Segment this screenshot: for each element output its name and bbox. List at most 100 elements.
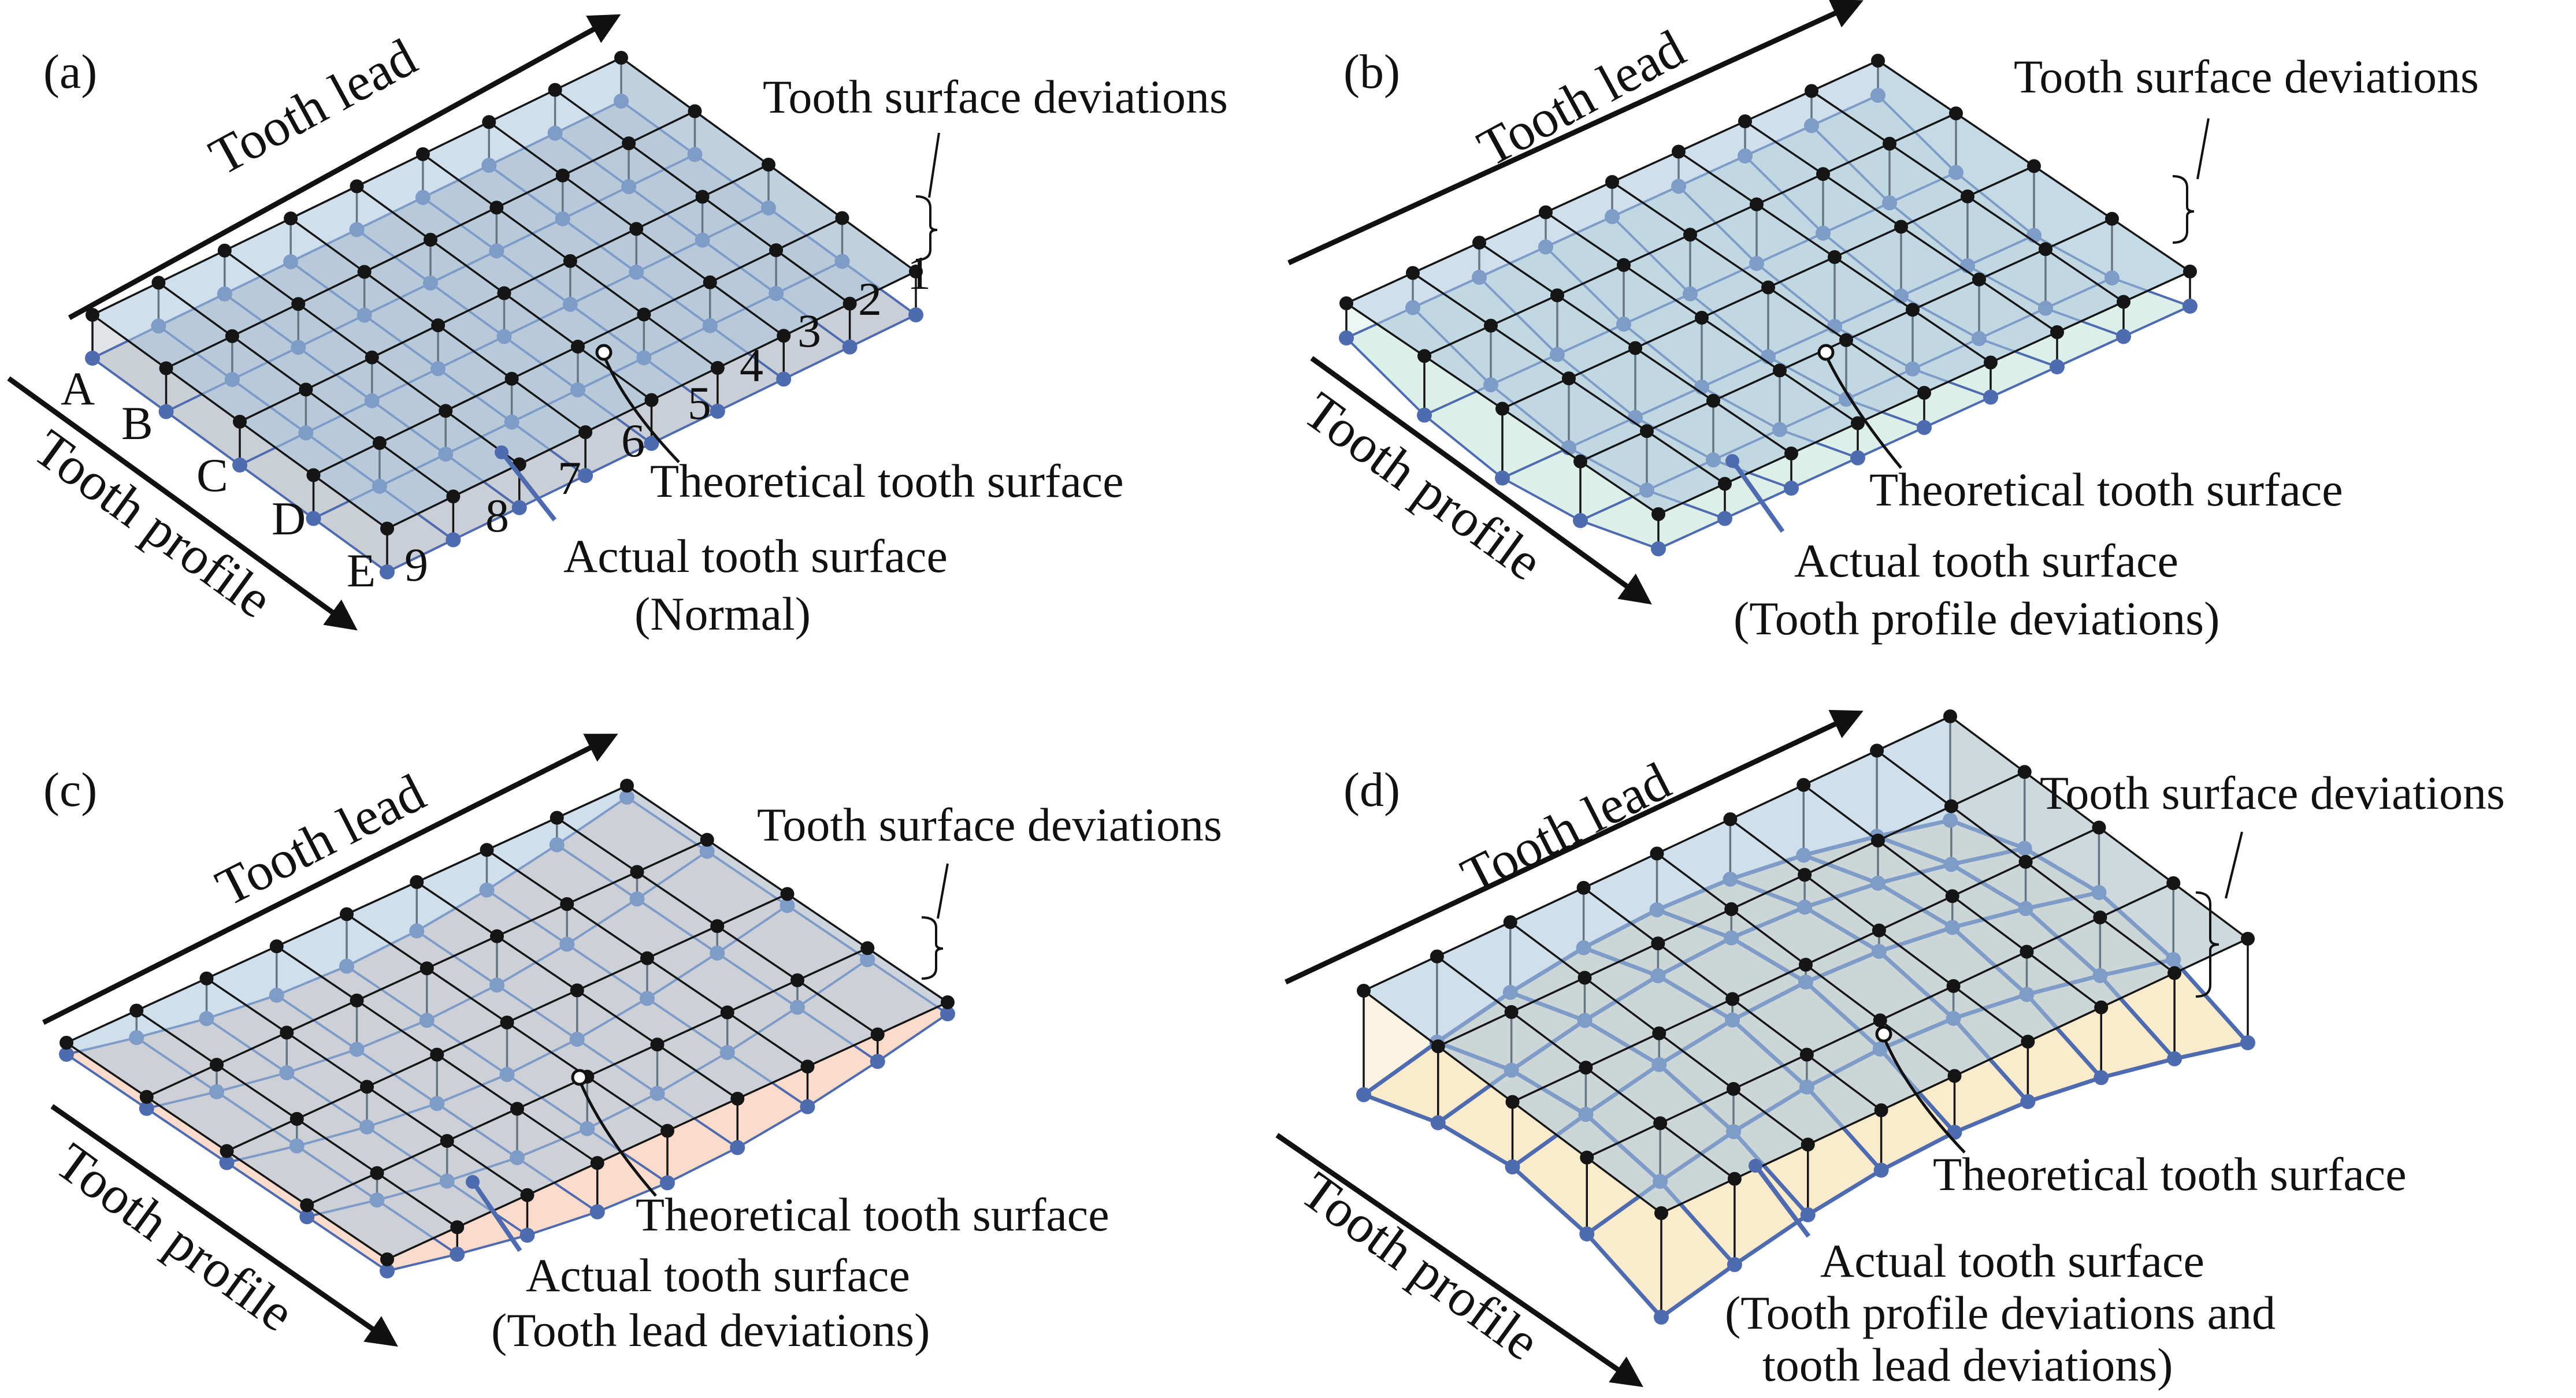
theoretical-node: [1723, 812, 1738, 827]
theoretical-node: [2020, 945, 2034, 959]
actual-node: [2182, 299, 2198, 314]
actual-node: [1417, 407, 1432, 423]
theoretical-node: [217, 243, 232, 258]
theoretical-node: [504, 371, 519, 386]
theoretical-node: [1683, 228, 1697, 242]
theoretical-node: [365, 350, 379, 365]
deviation-bracket: [921, 916, 944, 980]
theoretical-node: [1870, 743, 1884, 758]
theoretical-node: [777, 329, 791, 343]
theoretical-node: [1650, 846, 1664, 861]
panel-label: (b): [1343, 45, 1400, 99]
theoretical-node: [2167, 966, 2182, 980]
actual-node: [800, 1099, 815, 1114]
theoretical-node: [340, 907, 354, 921]
theoretical-node: [1504, 1005, 1519, 1019]
theoretical-node: [1706, 393, 1720, 408]
col-label-9: 9: [404, 538, 428, 591]
tooth-surface-deviations-label: Tooth surface deviations: [757, 798, 1222, 851]
theoretical-node: [1851, 416, 1865, 430]
theoretical-node: [440, 1134, 454, 1148]
theoretical-node: [1640, 424, 1654, 438]
actual-surface-sublabel-2: tooth lead deviations): [1762, 1338, 2173, 1391]
theoretical-node: [2018, 854, 2033, 869]
theoretical-node: [2241, 932, 2255, 946]
theoretical-node: [269, 939, 284, 954]
actual-node: [1917, 420, 1932, 435]
theoretical-node: [700, 832, 714, 847]
theoretical-node: [1628, 341, 1642, 355]
theoretical-node: [1651, 507, 1665, 521]
theoretical-node: [60, 1036, 73, 1050]
theoretical-node: [1828, 250, 1842, 264]
actual-node: [1717, 511, 1732, 526]
actual-node: [158, 404, 174, 419]
actual-node: [1339, 330, 1354, 345]
actual-node: [2050, 359, 2065, 374]
theoretical-node: [1562, 371, 1576, 385]
theoretical-node: [520, 1188, 534, 1202]
theoretical-node: [1799, 1047, 1814, 1062]
theoretical-node: [1917, 386, 1931, 400]
theoretical-node: [941, 995, 955, 1009]
theoretical-node: [1718, 477, 1732, 491]
actual-node: [299, 1209, 315, 1225]
tooth-profile-arrow: [1275, 1133, 1643, 1388]
theoretical-node: [1653, 1116, 1668, 1131]
theoretical-node: [1949, 106, 1963, 121]
actual-node: [59, 1047, 74, 1062]
actual-node: [380, 1263, 395, 1278]
actual-node: [1654, 1310, 1669, 1325]
panel-b: (b) Tooth lead Tooth profile Tooth surfa…: [1287, 0, 2479, 645]
theoretical-node: [1652, 1026, 1666, 1040]
tooth-surface-deviations-label: Tooth surface deviations: [763, 70, 1228, 123]
actual-node: [1784, 481, 1799, 496]
theoretical-nodes: [86, 51, 923, 536]
actual-node: [1573, 513, 1588, 529]
theoretical-node: [650, 1038, 665, 1052]
theoretical-node: [306, 468, 321, 482]
theoretical-node: [1580, 1150, 1594, 1165]
actual-node: [219, 1155, 235, 1170]
deviation-leader-line: [2196, 118, 2210, 180]
actual-node: [870, 1054, 885, 1069]
actual-node: [85, 351, 100, 366]
row-label-d: D: [272, 492, 306, 545]
theoretical-node: [860, 941, 875, 955]
theoretical-node: [372, 436, 387, 450]
theoretical-node: [1796, 778, 1811, 792]
theoretical-node: [640, 951, 654, 965]
theoretical-node: [1839, 333, 1853, 347]
theoretical-node: [1947, 1069, 1962, 1083]
theoretical-node: [560, 897, 574, 911]
theoretical-node: [1874, 1103, 1888, 1117]
deviation-leader-line: [937, 863, 949, 919]
theoretical-surface-label: Theoretical tooth surface: [1869, 463, 2343, 516]
theoretical-node: [1984, 355, 1998, 370]
theoretical-pointer-dot: [1875, 1025, 1892, 1043]
actual-node: [644, 436, 659, 451]
actual-node: [578, 468, 593, 484]
actual-pointer-dot: [466, 1175, 480, 1189]
theoretical-node: [2092, 820, 2106, 835]
theoretical-node: [1961, 189, 1974, 203]
theoretical-node: [129, 1003, 144, 1018]
tooth-lead-arrow: [1285, 709, 1864, 985]
theoretical-node: [139, 1090, 154, 1104]
deviation-leader-line: [928, 132, 940, 198]
theoretical-pointer-dot: [595, 344, 613, 361]
panel-a: (a) Tooth lead Tooth profile Tooth surfa…: [7, 14, 1228, 640]
theoretical-node: [769, 243, 784, 258]
theoretical-node: [637, 307, 651, 322]
actual-node: [380, 564, 395, 579]
theoretical-node: [1725, 992, 1740, 1006]
theoretical-surface-label: Theoretical tooth surface: [1933, 1148, 2407, 1200]
col-label-2: 2: [858, 273, 882, 325]
theoretical-node: [1617, 258, 1631, 272]
actual-node: [2116, 329, 2131, 344]
theoretical-node: [2093, 910, 2107, 925]
theoretical-node: [1805, 84, 1818, 98]
actual-leader-line: [1731, 460, 1785, 533]
panel-c-grid: [59, 779, 955, 1278]
